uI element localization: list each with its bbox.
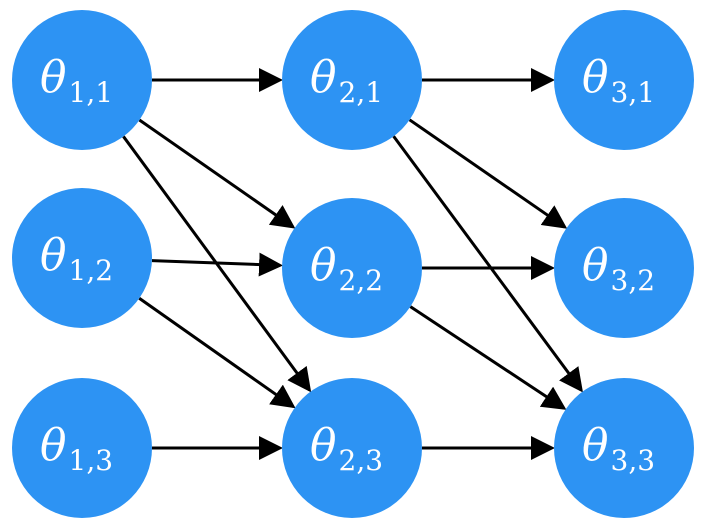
node-theta-1-2: θ1,2 <box>12 188 152 328</box>
node-label: θ1,2 <box>40 230 113 287</box>
edge-arrow-n22-n33 <box>409 305 567 410</box>
node-circle <box>554 378 694 518</box>
node-circle <box>554 198 694 338</box>
node-label-symbol: θ <box>582 240 609 291</box>
node-circle <box>12 10 152 150</box>
edge-arrow-n21-n32 <box>408 118 568 229</box>
node-circle <box>282 10 422 150</box>
edge-arrow-n11-n22 <box>138 118 296 229</box>
node-theta-3-1: θ3,1 <box>554 10 694 150</box>
node-theta-3-2: θ3,2 <box>554 198 694 338</box>
edge-arrow-n12-n23 <box>138 297 296 409</box>
node-circle <box>282 378 422 518</box>
arrow-line <box>138 118 296 229</box>
node-label: θ2,2 <box>310 240 383 297</box>
arrow-line <box>392 135 583 393</box>
node-label-symbol: θ <box>310 420 337 471</box>
node-label-subscript: 2,3 <box>339 444 384 477</box>
node-theta-2-1: θ2,1 <box>282 10 422 150</box>
arrow-line <box>408 118 568 229</box>
node-label: θ1,3 <box>40 420 113 477</box>
node-label-subscript: 2,1 <box>339 76 384 109</box>
arrow-line <box>138 297 296 409</box>
node-label-symbol: θ <box>40 420 67 471</box>
node-label-subscript: 3,2 <box>611 264 656 297</box>
node-theta-2-3: θ2,3 <box>282 378 422 518</box>
node-label: θ1,1 <box>40 52 113 109</box>
node-label-subscript: 1,2 <box>69 254 114 287</box>
node-label: θ2,1 <box>310 52 383 109</box>
node-theta-2-2: θ2,2 <box>282 198 422 338</box>
node-label-symbol: θ <box>40 52 67 103</box>
node-theta-3-3: θ3,3 <box>554 378 694 518</box>
node-label: θ3,3 <box>582 420 655 477</box>
node-circle <box>12 378 152 518</box>
node-label-symbol: θ <box>582 420 609 471</box>
edge-arrow-n12-n22 <box>151 252 284 277</box>
node-label-subscript: 2,2 <box>339 264 384 297</box>
node-label-symbol: θ <box>310 240 337 291</box>
node-label-symbol: θ <box>582 52 609 103</box>
node-label-subscript: 3,3 <box>611 444 656 477</box>
node-label: θ3,1 <box>582 52 655 109</box>
arrow-line <box>409 305 567 410</box>
node-circle <box>554 10 694 150</box>
node-label-subscript: 3,1 <box>611 76 656 109</box>
node-circle <box>12 188 152 328</box>
node-label: θ2,3 <box>310 420 383 477</box>
node-theta-1-1: θ1,1 <box>12 10 152 150</box>
nodes-layer: θ1,1θ1,2θ1,3θ2,1θ2,2θ2,3θ3,1θ3,2θ3,3 <box>12 10 694 518</box>
node-label: θ3,2 <box>582 240 655 297</box>
node-label-subscript: 1,1 <box>69 76 114 109</box>
node-label-subscript: 1,3 <box>69 444 114 477</box>
node-label-symbol: θ <box>310 52 337 103</box>
node-theta-1-3: θ1,3 <box>12 378 152 518</box>
edges-layer <box>122 68 583 460</box>
node-circle <box>282 198 422 338</box>
edge-arrow-n21-n33 <box>392 135 583 393</box>
arrow-line <box>151 252 284 277</box>
node-label-symbol: θ <box>40 230 67 281</box>
